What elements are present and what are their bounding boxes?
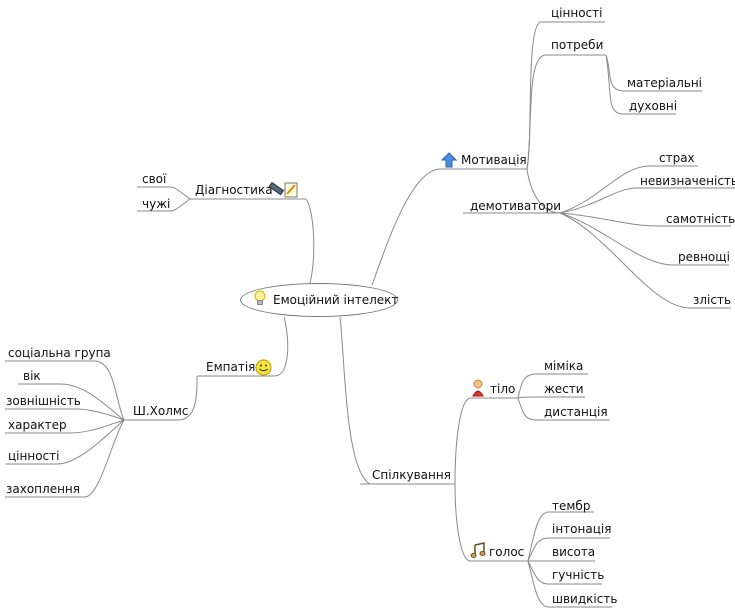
node-loneliness[interactable]: самотність — [666, 212, 735, 226]
person-icon — [472, 379, 484, 397]
edge-root-empathy — [274, 316, 289, 377]
node-communication[interactable]: Спілкування — [372, 468, 451, 482]
node-facial-expression[interactable]: міміка — [544, 359, 584, 373]
node-timbre[interactable]: тембр — [552, 499, 591, 513]
node-voice[interactable]: голос — [489, 545, 525, 559]
node-holmes[interactable]: Ш.Холмс — [133, 404, 189, 418]
edge-root-communication — [339, 316, 371, 485]
node-speed[interactable]: швидкість — [552, 592, 618, 606]
node-others[interactable]: чужі — [142, 197, 171, 211]
node-gestures[interactable]: жести — [544, 382, 584, 396]
node-pitch[interactable]: висота — [552, 545, 596, 559]
node-diagnostics[interactable]: Діагностика — [195, 183, 273, 197]
root-node[interactable] — [240, 283, 398, 317]
smiley-icon — [255, 359, 272, 376]
music-notes-icon — [470, 542, 486, 558]
node-anger[interactable]: злість — [693, 293, 732, 307]
edge-motivation-needs — [526, 54, 546, 170]
pencil-and-note-icon — [268, 181, 298, 198]
node-appearance[interactable]: зовнішність — [6, 394, 81, 408]
root-label: Емоційний інтелект — [273, 293, 399, 307]
lightbulb-icon — [254, 290, 266, 305]
node-character[interactable]: характер — [8, 418, 67, 432]
edge-root-motivation — [371, 168, 441, 286]
node-holmes-values[interactable]: цінності — [8, 449, 60, 463]
node-empathy[interactable]: Емпатія — [206, 360, 256, 374]
node-jealousy[interactable]: ревнощі — [678, 250, 730, 264]
node-material[interactable]: матеріальні — [627, 76, 703, 90]
node-needs[interactable]: потреби — [551, 38, 604, 52]
node-age[interactable]: вік — [23, 369, 41, 383]
node-loudness[interactable]: гучність — [552, 568, 605, 582]
edge-motivation-demotivators — [526, 168, 561, 214]
node-body[interactable]: тіло — [490, 382, 516, 396]
node-fear[interactable]: страх — [659, 151, 695, 165]
node-uncertainty[interactable]: невизначеність — [640, 174, 735, 188]
node-distance[interactable]: дистанція — [544, 405, 608, 419]
node-hobbies[interactable]: захоплення — [6, 482, 80, 496]
node-values[interactable]: цінності — [551, 6, 603, 20]
node-motivation[interactable]: Мотивація — [461, 153, 527, 167]
up-arrow-icon — [441, 152, 457, 168]
edge-root-diagnostics — [304, 198, 315, 284]
node-demotivators[interactable]: демотиватори — [470, 199, 562, 213]
node-intonation[interactable]: інтонація — [552, 522, 612, 536]
node-spiritual[interactable]: духовні — [629, 99, 678, 113]
node-own[interactable]: свої — [142, 172, 167, 186]
node-social-group[interactable]: соціальна група — [8, 346, 111, 360]
